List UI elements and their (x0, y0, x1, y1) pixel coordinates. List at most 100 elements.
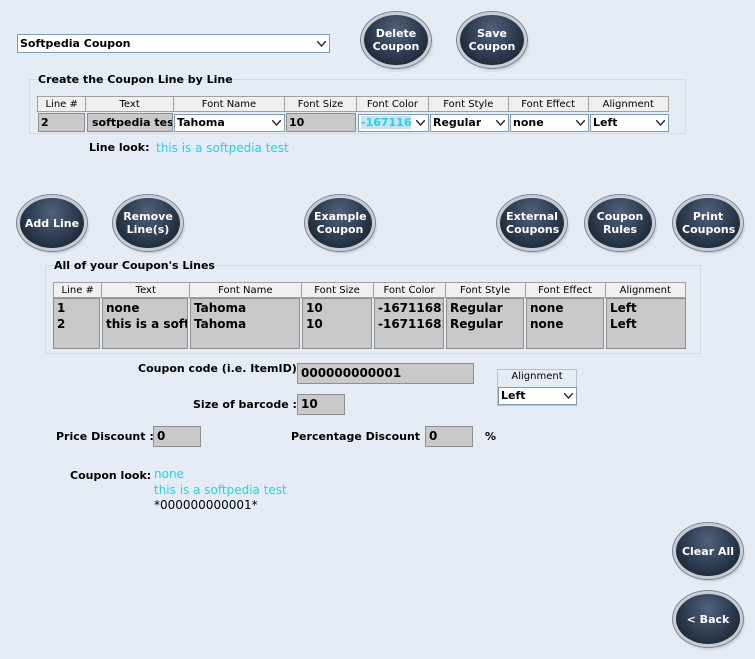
add-line-button[interactable]: Add Line (20, 198, 84, 248)
col-font-style[interactable]: Regular Regular (446, 298, 524, 349)
font-style-select[interactable]: Regular (430, 114, 509, 132)
lines-header-font-size: Font Size (300, 282, 374, 298)
line-look-label: Line look: (89, 141, 150, 154)
header-line-no: Line # (36, 96, 87, 112)
percentage-discount-input[interactable]: 0 (425, 426, 473, 447)
font-name-value: Tahoma (177, 116, 225, 129)
back-button[interactable]: < Back (676, 594, 740, 644)
save-coupon-button[interactable]: Save Coupon (460, 15, 524, 65)
coupon-code-value: 000000000001 (301, 366, 402, 380)
coupon-lines-grid-header: Line # Text Font Name Font Size Font Col… (52, 282, 687, 298)
clear-all-button[interactable]: Clear All (676, 526, 740, 576)
col-alignment[interactable]: Left Left (606, 298, 686, 349)
price-discount-input[interactable]: 0 (153, 426, 201, 447)
lines-header-alignment: Alignment (604, 282, 687, 298)
alignment-select[interactable]: Left (590, 114, 669, 132)
print-coupons-button[interactable]: Print Coupons (676, 198, 740, 248)
row2-font-size: 10 (306, 317, 323, 331)
coupon-look-line-2: this is a softpedia test (154, 483, 287, 497)
font-size-value: 10 (289, 116, 305, 129)
coupon-select-value: Softpedia Coupon (20, 37, 131, 50)
lines-header-font-color: Font Color (372, 282, 446, 298)
create-line-header-row: Line # Text Font Name Font Size Font Col… (36, 96, 670, 112)
header-font-effect: Font Effect (507, 96, 589, 112)
save-coupon-label: Save Coupon (468, 27, 516, 53)
add-line-label: Add Line (24, 216, 80, 230)
price-discount-label: Price Discount : (56, 430, 154, 443)
remove-lines-button[interactable]: Remove Line(s) (116, 198, 180, 248)
barcode-alignment-value: Left (501, 389, 526, 402)
coupon-lines-list[interactable]: 1 2 none this is a softpedia test Tahoma… (53, 298, 686, 349)
header-font-name: Font Name (172, 96, 286, 112)
row2-alignment: Left (610, 317, 637, 331)
header-text: Text (85, 96, 174, 112)
chevron-down-icon (653, 116, 667, 129)
header-alignment: Alignment (587, 96, 670, 112)
chevron-down-icon (561, 389, 575, 402)
print-coupons-label: Print Coupons (682, 210, 736, 236)
create-line-grid: Line # Text Font Name Font Size Font Col… (36, 96, 670, 112)
barcode-size-value: 10 (301, 397, 318, 411)
delete-coupon-label: Delete Coupon (372, 27, 420, 53)
percentage-discount-value: 0 (429, 429, 438, 443)
percent-sign: % (485, 430, 497, 443)
col-font-effect[interactable]: none none (526, 298, 604, 349)
col-text[interactable]: none this is a softpedia test (102, 298, 188, 349)
lines-header-font-name: Font Name (189, 282, 302, 298)
font-size-field[interactable]: 10 (286, 113, 356, 132)
row1-line-no: 1 (57, 301, 66, 315)
coupon-lines-title: All of your Coupon's Lines (54, 259, 215, 272)
lines-header-font-style: Font Style (444, 282, 526, 298)
row2-font-name: Tahoma (194, 317, 247, 331)
coupon-lines-section (45, 265, 701, 354)
back-label: < Back (686, 612, 730, 626)
lines-header-text: Text (101, 282, 191, 298)
example-coupon-button[interactable]: Example Coupon (308, 198, 372, 248)
coupon-code-input[interactable]: 000000000001 (297, 363, 474, 384)
font-effect-value: none (513, 116, 544, 129)
row2-font-color: -16711681 (378, 317, 444, 331)
barcode-alignment-select[interactable]: Left (498, 387, 577, 405)
col-line-no[interactable]: 1 2 (53, 298, 100, 349)
col-font-name[interactable]: Tahoma Tahoma (190, 298, 300, 349)
row1-font-size: 10 (306, 301, 323, 315)
row1-text: none (106, 301, 140, 315)
create-line-title: Create the Coupon Line by Line (38, 73, 233, 86)
font-style-value: Regular (433, 116, 482, 129)
lines-header-line-no: Line # (52, 282, 103, 298)
header-font-size: Font Size (284, 96, 357, 112)
create-line-section (29, 79, 686, 134)
line-text-value: softpedia test (92, 116, 173, 129)
line-number-field[interactable]: 2 (38, 113, 85, 132)
coupon-rules-button[interactable]: Coupon Rules (588, 198, 652, 248)
col-font-size[interactable]: 10 10 (302, 298, 372, 349)
font-name-select[interactable]: Tahoma (174, 114, 285, 132)
chevron-down-icon (314, 37, 328, 50)
line-text-field[interactable]: softpedia test (87, 113, 173, 132)
barcode-size-input[interactable]: 10 (297, 394, 345, 415)
font-effect-select[interactable]: none (510, 114, 589, 132)
delete-coupon-button[interactable]: Delete Coupon (364, 15, 428, 65)
percentage-discount-label: Percentage Discount : (291, 430, 429, 443)
example-coupon-label: Example Coupon (314, 210, 367, 236)
coupon-select[interactable]: Softpedia Coupon (17, 34, 330, 53)
clear-all-label: Clear All (681, 544, 735, 558)
font-color-value: -167116 (361, 116, 411, 129)
barcode-alignment-label: Alignment (511, 371, 563, 382)
chevron-down-icon (573, 116, 587, 129)
price-discount-value: 0 (157, 429, 166, 443)
lines-header-font-effect: Font Effect (524, 282, 606, 298)
row1-font-color: -16711681 (378, 301, 444, 315)
remove-lines-label: Remove Line(s) (123, 210, 173, 236)
header-font-style: Font Style (427, 96, 509, 112)
coupon-lines-header-row: Line # Text Font Name Font Size Font Col… (52, 282, 687, 298)
col-font-color[interactable]: -16711681 -16711681 (374, 298, 444, 349)
coupon-look-label: Coupon look: (70, 469, 152, 482)
font-color-select[interactable]: -167116 (358, 114, 429, 132)
row2-text: this is a softpedia test (106, 317, 188, 331)
external-coupons-button[interactable]: External Coupons (500, 198, 564, 248)
row1-font-effect: none (530, 301, 564, 315)
chevron-down-icon (269, 116, 283, 129)
header-font-color: Font Color (355, 96, 429, 112)
chevron-down-icon (413, 116, 427, 129)
